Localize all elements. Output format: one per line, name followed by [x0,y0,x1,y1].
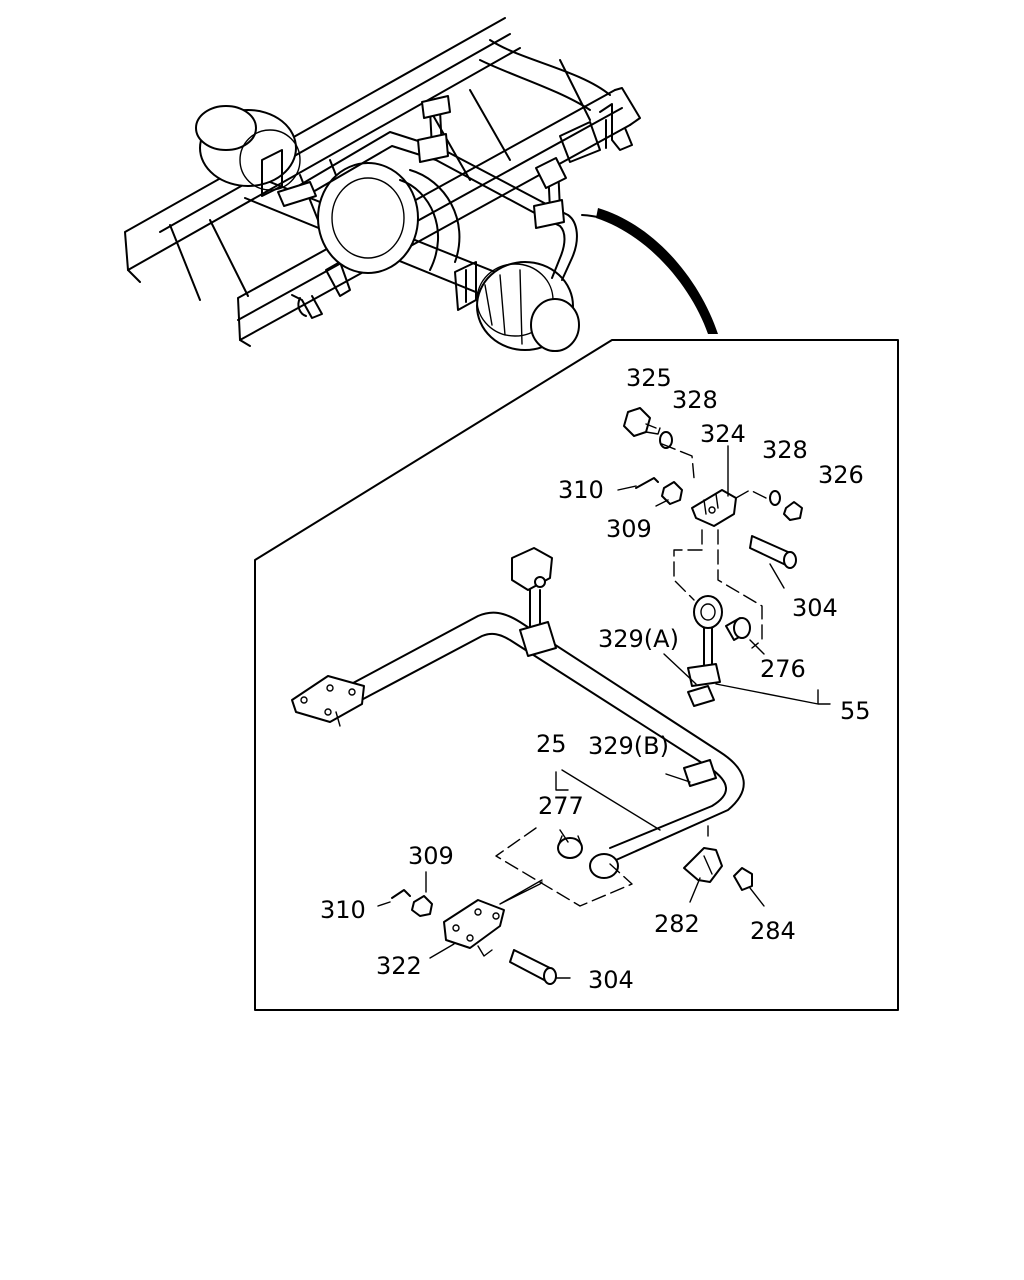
leader-lines [377,443,831,979]
label-310-upper: 310 [558,476,604,504]
label-329a: 329(A) [598,625,679,653]
part-277-bushing [557,835,583,859]
chassis-overview [124,17,641,347]
part-276-bushing [725,617,751,641]
detail-frame [254,339,899,1011]
label-326: 326 [818,461,864,489]
label-329b: 329(B) [588,732,669,760]
label-282: 282 [654,910,700,938]
label-304-upper: 304 [792,594,838,622]
part-310-cotter-pin [635,477,659,489]
part-322-bracket [443,899,505,957]
zoom-arrow-curve [581,214,713,323]
part-25-stabilizer-bar [291,547,745,879]
label-25: 25 [536,730,567,758]
part-309-nut-lower [411,895,433,917]
stabilizer-overview [277,95,578,281]
part-304-pin-lower [509,949,557,985]
label-309-lower: 309 [408,842,454,870]
part-328-washer-b [769,490,781,506]
part-55-link-rod [687,595,723,687]
part-325-bolt [623,407,661,437]
label-276: 276 [760,655,806,683]
label-325: 325 [626,364,672,392]
label-328-right: 328 [762,436,808,464]
zoom-arrow-wedge [596,208,718,334]
label-55: 55 [840,697,871,725]
part-282-clamp [683,847,723,883]
label-309-upper: 309 [606,515,652,543]
label-277: 277 [538,792,584,820]
part-324-bracket [691,489,737,527]
label-324: 324 [700,420,746,448]
label-328-upper: 328 [672,386,718,414]
part-310-cotter-pin-lower [391,889,411,899]
part-329a-bushing [687,685,715,707]
part-326-nut [783,501,803,521]
label-284: 284 [750,917,796,945]
part-309-nut [661,481,683,505]
label-322: 322 [376,952,422,980]
part-304-pin-upper [749,535,797,569]
part-284-bolt [733,867,753,891]
label-310-lower: 310 [320,896,366,924]
axle-and-hubs [195,105,580,352]
label-304-lower: 304 [588,966,634,994]
